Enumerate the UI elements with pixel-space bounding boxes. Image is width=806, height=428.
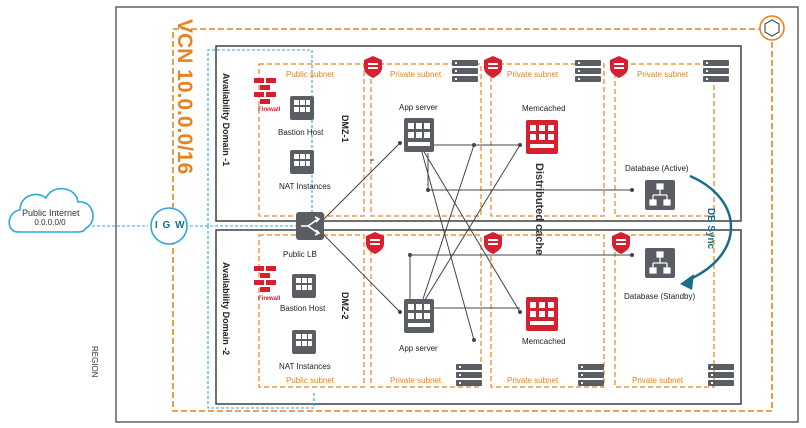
- ad1-frame: [215, 45, 742, 222]
- memcached-icon[interactable]: [526, 120, 558, 154]
- ad2-frame: [215, 229, 742, 405]
- database-icon[interactable]: [645, 248, 675, 278]
- ad1-nat-label: NAT Instances: [279, 182, 331, 191]
- public-lb-label: Public LB: [283, 250, 317, 259]
- db-sync-arrow: [687, 174, 733, 282]
- ad1-private-subnet-cache: [490, 63, 605, 217]
- security-list-icon: [612, 232, 630, 254]
- ad2-private-subnet-db: [614, 234, 715, 388]
- server-icon[interactable]: [290, 96, 314, 120]
- ad2-label: Availability Domain -2: [221, 262, 231, 356]
- ad1-private-subnet-db: [614, 63, 715, 217]
- server-icon[interactable]: [404, 299, 434, 333]
- ad1-bastion-label: Bastion Host: [278, 128, 324, 137]
- firewall-icon: [254, 78, 276, 104]
- ad2-nat-label: NAT Instances: [279, 362, 331, 371]
- connection-dots: [398, 141, 634, 342]
- db-sync-arrowhead: [680, 274, 694, 290]
- ad2-private-subnet-db-label: Private subnet: [632, 376, 684, 385]
- firewall-icon: [254, 266, 276, 292]
- ad2-private-subnet-cache: [490, 234, 605, 388]
- route-table-icon: [703, 60, 729, 82]
- security-list-icon: [366, 232, 384, 254]
- public-internet-label: Public Internet: [22, 208, 80, 218]
- server-icon[interactable]: [292, 330, 316, 354]
- ad2-private-subnet-cache-label: Private subnet: [507, 376, 559, 385]
- ad2-app-server-label: App server: [399, 344, 438, 353]
- vcn-boundary: [172, 28, 773, 412]
- route-table-icon: [708, 364, 734, 386]
- security-list-icon: [610, 56, 628, 78]
- ad1-database-label: Database (Active): [625, 164, 689, 173]
- ad1-firewall-label: Firewall: [258, 107, 281, 113]
- ad1-private-subnet-db-label: Private subnet: [637, 70, 689, 79]
- load-balancer-icon[interactable]: [296, 212, 324, 240]
- memcached-icon[interactable]: [526, 297, 558, 331]
- security-list-icon: [484, 232, 502, 254]
- ad2-database-label: Database (Standby): [624, 292, 696, 301]
- igw-label: I G W: [155, 220, 186, 231]
- region-label: REGION: [90, 346, 99, 378]
- igw-routes: [82, 49, 315, 409]
- ad1-private-subnet-app: [370, 63, 482, 217]
- route-table-icon: [452, 60, 478, 82]
- distributed-cache-label: Distributed cache: [533, 163, 545, 256]
- ad2-firewall-label: Firewall: [258, 296, 281, 302]
- ad1-private-subnet-app-label: Private subnet: [390, 70, 442, 79]
- dmz1-label: DMZ-1: [340, 115, 350, 143]
- server-icon[interactable]: [290, 150, 314, 174]
- igw-icon[interactable]: [150, 207, 188, 245]
- ad2-private-subnet-app-label: Private subnet: [390, 376, 442, 385]
- vcn-label: VCN 10.0.0.0/16: [173, 19, 196, 175]
- ad2-bastion-label: Bastion Host: [280, 304, 326, 313]
- ad1-private-subnet-cache-label: Private subnet: [507, 70, 559, 79]
- server-icon[interactable]: [404, 118, 434, 152]
- route-table-icon: [578, 364, 604, 386]
- dmz2-label: DMZ-2: [340, 292, 350, 320]
- public-internet-cidr: 0.0.0.0/0: [34, 218, 66, 227]
- ad2-public-subnet-label: Public subnet: [286, 376, 335, 385]
- region-frame: [115, 6, 799, 423]
- ad2-memcached-label: Memcached: [522, 337, 566, 346]
- ad1-public-subnet: [258, 63, 365, 217]
- server-icon[interactable]: [292, 274, 316, 298]
- lb-connections: [317, 142, 632, 341]
- cloud-icon[interactable]: [8, 187, 94, 233]
- security-list-icon: [484, 56, 502, 78]
- database-icon[interactable]: [645, 180, 675, 210]
- ad1-public-subnet-label: Public subnet: [286, 70, 335, 79]
- route-table-icon: [456, 364, 482, 386]
- ad1-app-server-label: App server: [399, 103, 438, 112]
- compartment-icon: [759, 15, 785, 41]
- ad2-private-subnet-app: [370, 234, 482, 388]
- ad1-memcached-label: Memcached: [522, 104, 566, 113]
- db-sync-label: DB Sync: [705, 208, 716, 250]
- ad1-label: Availability Domain -1: [221, 73, 231, 167]
- route-table-icon: [575, 60, 601, 82]
- security-list-icon: [364, 56, 382, 78]
